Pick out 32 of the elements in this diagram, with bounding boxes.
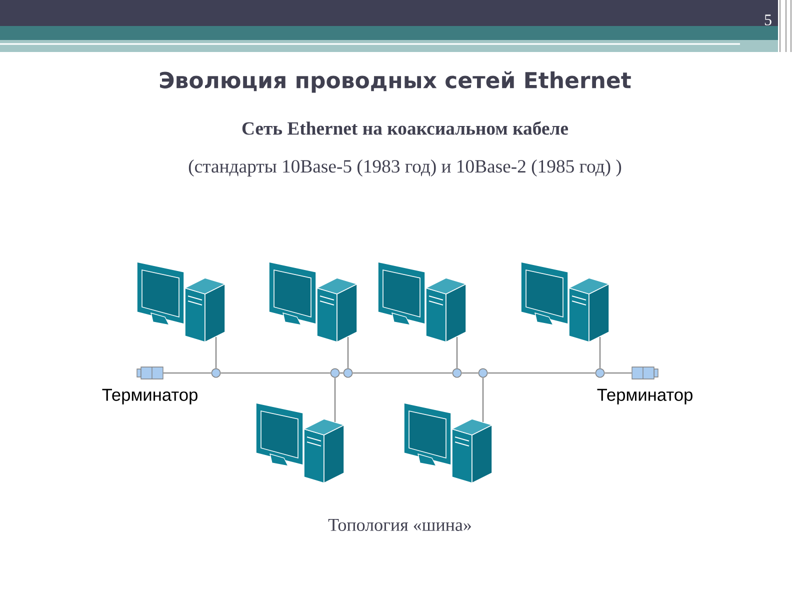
computer-drawing xyxy=(520,262,610,343)
standards-note: (стандарты 10Base-5 (1983 год) и 10Base-2 (1985 год) ) xyxy=(188,160,622,176)
junction-dot xyxy=(211,368,221,378)
junction-dot xyxy=(452,368,462,378)
bus-cable xyxy=(488,372,596,374)
bus-cable xyxy=(340,372,344,374)
terminator-label: Терминатор xyxy=(597,388,692,404)
junction-dot xyxy=(478,368,488,378)
terminator-label: Терминатор xyxy=(102,388,198,404)
drop-cable xyxy=(334,378,336,422)
drop-cable xyxy=(347,337,349,368)
junction-dot xyxy=(330,368,340,378)
drop-cable xyxy=(599,337,601,368)
bus-cable xyxy=(352,372,452,374)
computer-drawing xyxy=(268,262,358,343)
bus-cable xyxy=(462,372,478,374)
subtitle: Сеть Ethernet на коаксиальном кабеле xyxy=(242,121,568,135)
computer-drawing xyxy=(256,402,346,484)
topology-caption: Топология «шина» xyxy=(328,519,471,531)
computer-drawing xyxy=(136,262,226,343)
junction-dot xyxy=(595,368,605,378)
drop-cable xyxy=(482,378,484,422)
computer-drawing xyxy=(378,262,468,343)
drop-cable xyxy=(215,337,217,368)
junction-dot xyxy=(343,368,353,378)
drop-cable xyxy=(456,337,458,368)
bus-cable xyxy=(604,372,632,374)
page-number: 5 xyxy=(764,14,772,26)
bus-cable xyxy=(220,372,330,374)
bus-cable xyxy=(163,372,212,374)
title: Эволюция проводных сетей Ethernet xyxy=(160,71,631,93)
computer-drawing xyxy=(404,402,494,484)
